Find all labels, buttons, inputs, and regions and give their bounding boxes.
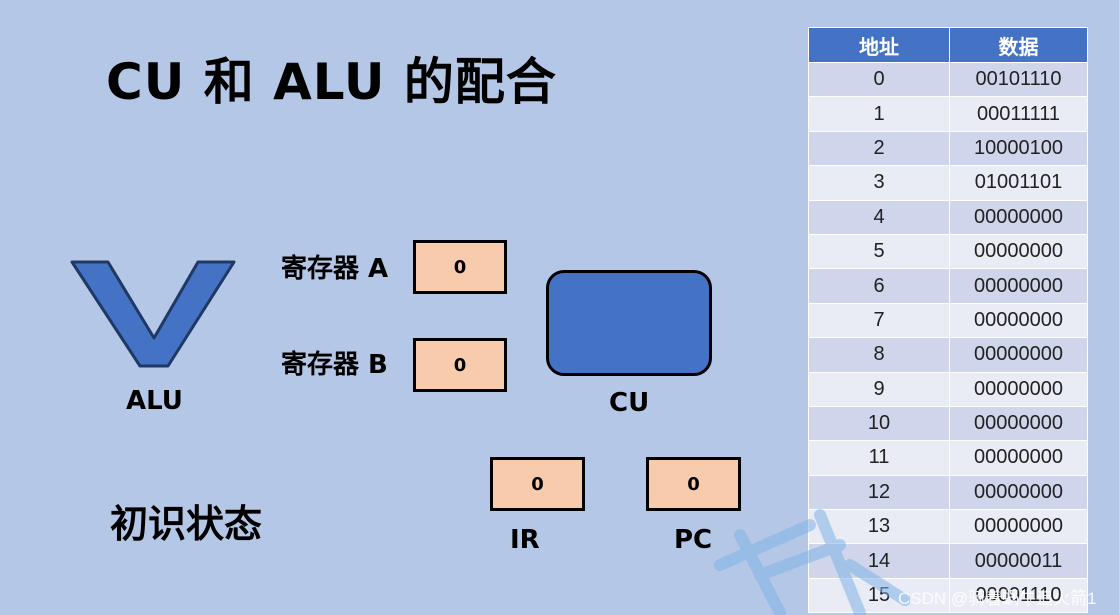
memory-table-header: 地址 数据	[808, 27, 1088, 63]
register-b-value: 0	[453, 354, 467, 376]
ir-label: IR	[510, 525, 540, 555]
memory-data-cell: 00000000	[949, 371, 1088, 407]
memory-data-cell: 00001110	[949, 577, 1088, 614]
register-b-label: 寄存器 B	[281, 350, 388, 380]
memory-address-cell: 11	[808, 440, 950, 476]
pc-box: 0	[646, 457, 741, 511]
memory-address-cell: 4	[808, 199, 950, 235]
memory-data-cell: 00000011	[949, 543, 1088, 579]
memory-data-cell: 00000000	[949, 233, 1088, 270]
memory-address-cell: 8	[808, 337, 950, 373]
register-a-label: 寄存器 A	[281, 254, 389, 284]
memory-data-cell: 00000000	[949, 337, 1088, 373]
ir-box: 0	[490, 457, 585, 511]
alu-label: ALU	[126, 386, 183, 416]
ir-value: 0	[531, 473, 544, 495]
cu-box	[546, 270, 712, 376]
slide-title: CU 和 ALU 的配合	[106, 53, 557, 111]
memory-address-cell: 3	[808, 165, 950, 201]
memory-address-cell: 10	[808, 405, 950, 442]
memory-address-cell: 2	[808, 130, 950, 167]
alu-v-shape	[70, 260, 236, 368]
memory-data-cell: 00000000	[949, 268, 1088, 304]
memory-address-cell: 5	[808, 233, 950, 270]
memory-data-cell: 00000000	[949, 509, 1088, 545]
pc-value: 0	[687, 473, 700, 495]
register-b-box: 0	[413, 338, 507, 392]
register-a-box: 0	[413, 240, 507, 294]
memory-data-cell: 00000000	[949, 302, 1088, 339]
memory-address-cell: 0	[808, 61, 950, 98]
cu-label: CU	[609, 388, 650, 418]
memory-data-cell: 00101110	[949, 61, 1088, 98]
memory-data-cell: 01001101	[949, 165, 1088, 201]
address-header: 地址	[808, 27, 950, 63]
state-label: 初识状态	[110, 502, 263, 546]
memory-data-cell: 10000100	[949, 130, 1088, 167]
data-header: 数据	[949, 27, 1088, 63]
memory-data-cell: 00000000	[949, 199, 1088, 235]
memory-address-cell: 12	[808, 474, 950, 511]
memory-data-cell: 00000000	[949, 474, 1088, 511]
watermark-text: CSDN @骑着蜗牛追火箭1	[898, 589, 1097, 608]
memory-data-cell: 00011111	[949, 96, 1088, 132]
register-a-value: 0	[453, 256, 467, 278]
memory-data-cell: 00000000	[949, 440, 1088, 476]
memory-address-cell: 1	[808, 96, 950, 132]
memory-address-cell: 6	[808, 268, 950, 304]
pc-label: PC	[674, 525, 713, 555]
memory-address-cell: 9	[808, 371, 950, 407]
memory-address-cell: 7	[808, 302, 950, 339]
watermark-logo	[714, 509, 910, 615]
memory-data-cell: 00000000	[949, 405, 1088, 442]
